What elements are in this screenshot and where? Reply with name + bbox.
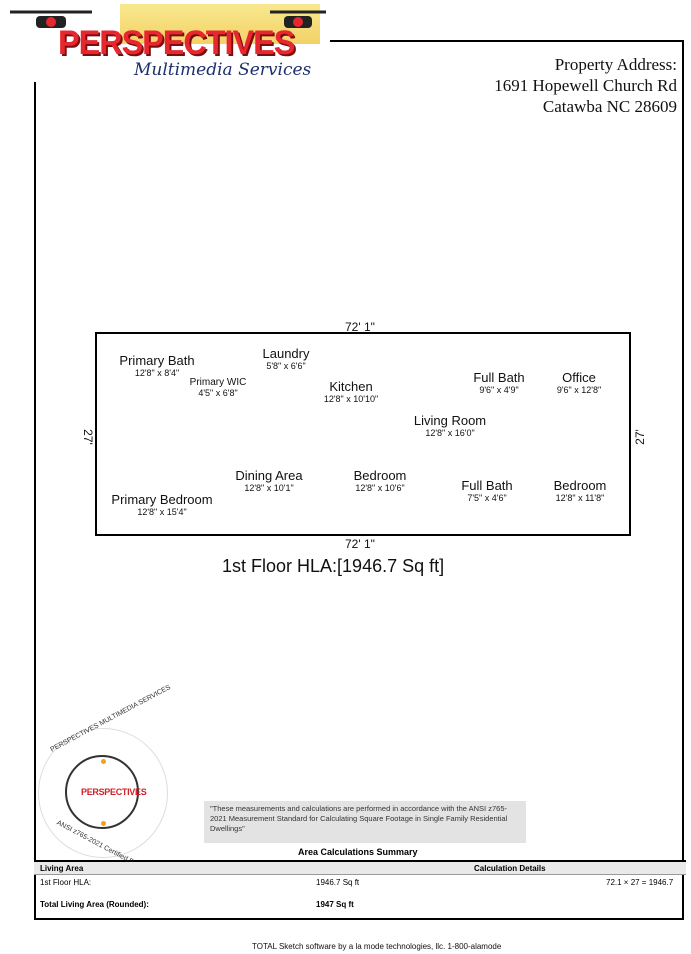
row1-calc: 72.1 × 27 = 1946.7 [606,878,674,887]
right-dimension: 27' [632,429,647,445]
room-size: 4'5" x 6'8" [198,388,238,398]
floor-plan-outline [95,332,631,536]
top-dimension: 72' 1" [345,320,375,334]
room-size: 12'8" x 10'6" [355,483,405,493]
address-line2: Catawba NC 28609 [542,97,677,116]
room-size: 12'8" x 15'4" [137,507,187,517]
room-kitchen: Kitchen 12'8" x 10'10" [323,379,379,405]
row1-label: 1st Floor HLA: [40,878,92,887]
seal-inner-ring: PERSPECTIVES [65,755,147,829]
room-name: Living Room [413,413,487,428]
seal-dot-icon [101,759,106,764]
room-name: Dining Area [235,468,303,483]
row1-value: 1946.7 Sq ft [316,878,360,887]
room-name: Full Bath [461,478,513,493]
room-name: Primary WIC [189,377,247,388]
room-living-room: Living Room 12'8" x 16'0" [413,413,487,439]
room-name: Bedroom [353,468,407,483]
room-size: 12'8" x 10'10" [323,394,379,404]
room-full-bath-1: Full Bath 9'6" x 4'9" [473,370,525,396]
left-dimension: 27' [80,429,95,445]
drone-icon [10,10,92,28]
room-name: Full Bath [473,370,525,385]
certification-seal: PERSPECTIVES MULTIMEDIA SERVICES PERSPEC… [38,684,172,876]
seal-dot-icon [101,821,106,826]
footer-credit: TOTAL Sketch software by a la mode techn… [252,942,502,951]
floor-hla-total: 1st Floor HLA:[1946.7 Sq ft] [222,556,445,576]
room-bedroom-1: Bedroom 12'8" x 10'6" [353,468,407,494]
room-name: Office [562,370,596,385]
total-label: Total Living Area (Rounded): [40,900,149,909]
room-name: Primary Bath [119,353,195,368]
area-summary-table: Living Area Calculation Details 1st Floo… [34,860,686,920]
col-calc-details: Calculation Details [474,864,546,873]
room-full-bath-2: Full Bath 7'5" x 4'6" [461,478,513,504]
room-name: Kitchen [329,379,373,394]
room-bedroom-2: Bedroom 12'8" x 11'8" [553,478,607,504]
summary-title: Area Calculations Summary [298,847,418,857]
room-size: 12'8" x 16'0" [425,428,475,438]
room-size: 9'6" x 12'8" [556,385,602,395]
room-name: Primary Bedroom [111,492,213,507]
room-size: 12'8" x 10'1" [244,483,294,493]
seal-brand: PERSPECTIVES [81,787,147,797]
logo-brand: PERSPECTIVES [58,24,295,62]
room-primary-bath: Primary Bath 12'8" x 8'4" [119,353,195,379]
total-value: 1947 Sq ft [316,900,354,909]
summary-header [34,862,686,875]
room-primary-wic: Primary WIC 4'5" x 6'8" [190,377,247,398]
drawing-frame [34,40,684,920]
room-size: 12'8" x 8'4" [134,368,180,378]
address-line1: 1691 Hopewell Church Rd [494,76,677,95]
logo-subtitle: Multimedia Services [134,60,312,80]
room-size: 5'8" x 6'6" [266,361,306,371]
bottom-dimension: 72' 1" [345,537,375,551]
room-primary-bedroom: Primary Bedroom 12'8" x 15'4" [111,492,213,518]
ansi-note: "These measurements and calculations are… [204,801,526,843]
company-logo: PERSPECTIVES Multimedia Services [0,0,330,82]
room-office: Office 9'6" x 12'8" [556,370,602,396]
room-size: 7'5" x 4'6" [467,493,507,503]
room-name: Bedroom [553,478,607,493]
drone-icon-right [270,10,326,28]
room-size: 12'8" x 11'8" [555,493,605,503]
room-size: 9'6" x 4'9" [479,385,519,395]
room-dining-area: Dining Area 12'8" x 10'1" [235,468,303,494]
room-laundry: Laundry 5'8" x 6'6" [262,346,310,372]
col-living-area: Living Area [40,864,84,873]
room-name: Laundry [262,346,310,361]
address-label: Property Address: [554,55,677,74]
property-address: Property Address: 1691 Hopewell Church R… [494,54,677,117]
